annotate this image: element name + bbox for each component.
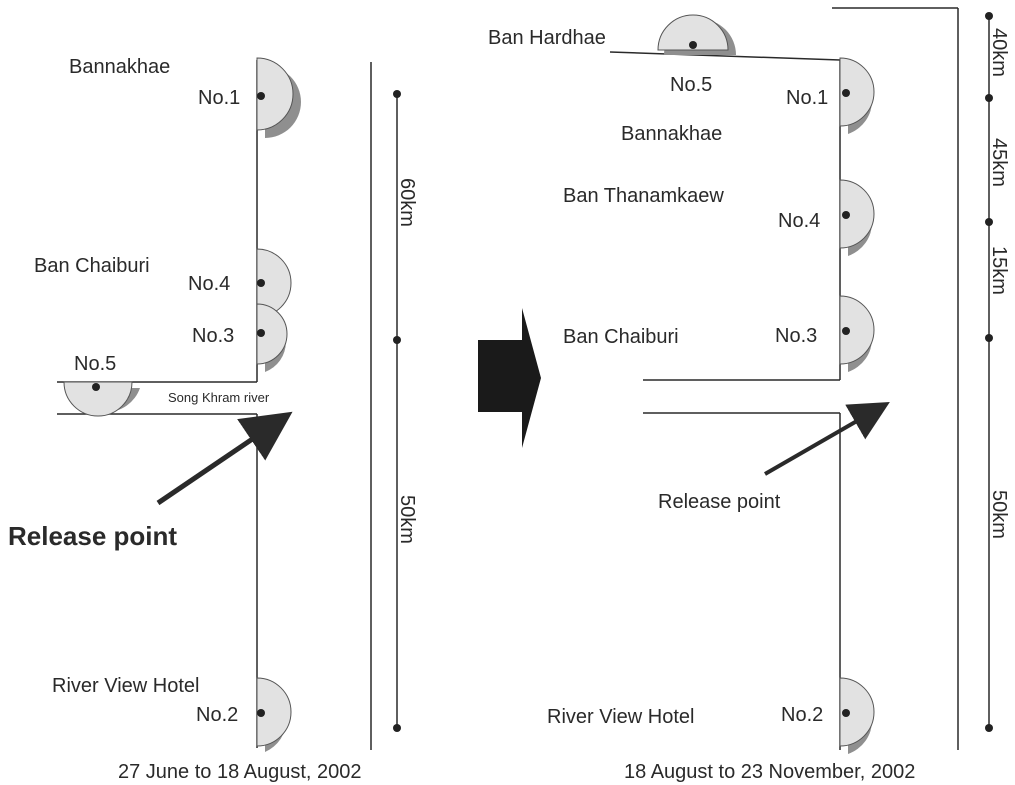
left-station-no5 (63, 381, 140, 417)
right-place-ban-hardhae: Ban Hardhae (488, 27, 606, 49)
left-label-no3: No.3 (192, 325, 234, 347)
left-release-arrow (156, 411, 293, 506)
right-caption: 18 August to 23 November, 2002 (624, 761, 915, 783)
left-distance-60km: 60km (396, 178, 418, 227)
right-release-label: Release point (658, 491, 781, 513)
left-place-river-view-hotel: River View Hotel (52, 675, 199, 697)
left-label-no1: No.1 (198, 87, 240, 109)
left-station-no3 (256, 303, 288, 372)
right-distance-15km: 15km (988, 246, 1010, 295)
right-station-no4 (839, 179, 875, 256)
right-scale-dot-4 (985, 334, 993, 342)
left-label-no4: No.4 (188, 273, 230, 295)
left-panel: Bannakhae No.1 Ban Chaiburi No.4 No.3 No… (8, 56, 418, 783)
right-label-no2: No.2 (781, 704, 823, 726)
right-upstream-branch (609, 51, 841, 61)
right-scale-dot-5 (985, 724, 993, 732)
right-distance-50km: 50km (988, 490, 1010, 539)
left-caption: 27 June to 18 August, 2002 (118, 761, 362, 783)
left-label-no5: No.5 (74, 353, 116, 375)
right-station-no3 (839, 295, 875, 372)
left-place-ban-chaiburi: Ban Chaiburi (34, 255, 150, 277)
right-label-no3: No.3 (775, 325, 817, 347)
right-scale-dot-2 (985, 94, 993, 102)
transition-arrow (478, 308, 541, 448)
right-place-ban-thanamkaew: Ban Thanamkaew (563, 185, 724, 207)
right-label-no5: No.5 (670, 74, 712, 96)
left-river-label: Song Khram river (168, 390, 270, 405)
left-release-label: Release point (8, 521, 177, 551)
right-distance-45km: 45km (988, 138, 1010, 187)
left-place-bannakhae: Bannakhae (69, 56, 170, 78)
left-scale-dot-top (393, 90, 401, 98)
left-scale-dot-mid (393, 336, 401, 344)
left-station-no2 (256, 677, 292, 752)
right-distance-40km: 40km (988, 28, 1010, 77)
right-station-no1 (839, 57, 875, 134)
left-scale-dot-bottom (393, 724, 401, 732)
left-station-no4 (256, 248, 292, 321)
right-station-no2 (839, 677, 875, 754)
right-place-bannakhae: Bannakhae (621, 123, 722, 145)
right-place-ban-chaiburi: Ban Chaiburi (563, 326, 679, 348)
right-place-river-view-hotel: River View Hotel (547, 706, 694, 728)
left-distance-50km: 50km (396, 495, 418, 544)
right-release-arrow (764, 402, 890, 476)
right-scale-dot-1 (985, 12, 993, 20)
right-station-no5 (657, 14, 736, 55)
right-label-no4: No.4 (778, 210, 820, 232)
left-station-no1 (256, 57, 301, 138)
right-scale-dot-3 (985, 218, 993, 226)
right-panel: Ban Hardhae No.5 No.1 Bannakhae Ban Than… (488, 7, 1010, 783)
left-label-no2: No.2 (196, 704, 238, 726)
right-label-no1: No.1 (786, 87, 828, 109)
